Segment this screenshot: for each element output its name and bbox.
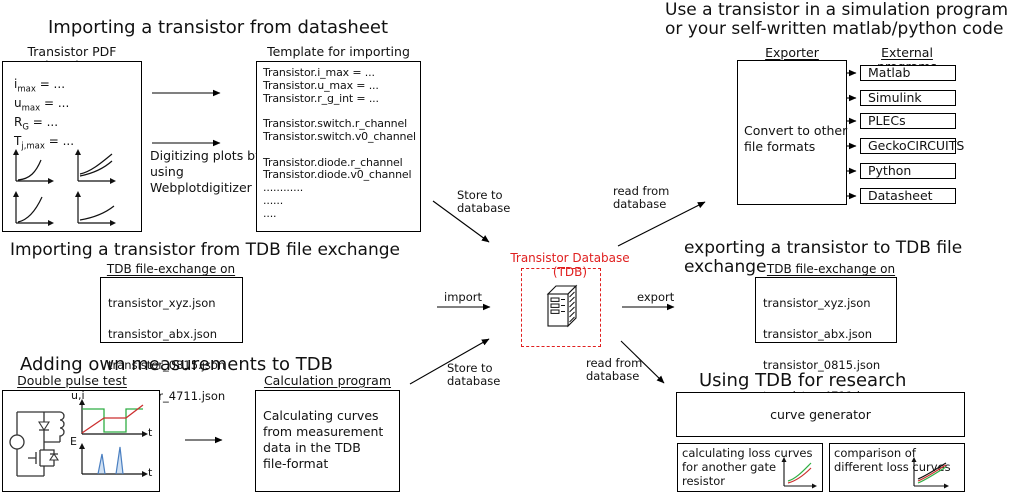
loss-calc-plot bbox=[781, 457, 817, 489]
heading-datasheet-import: Importing a transistor from datasheet bbox=[48, 17, 389, 38]
calculation-label: Calculation program bbox=[263, 373, 392, 388]
datasheet-plot-icon bbox=[13, 149, 54, 184]
json-file: transistor_abx.json bbox=[763, 326, 873, 341]
double-pulse-circuit bbox=[9, 411, 65, 477]
heading-tdb-export: exporting a transistor to TDB file excha… bbox=[684, 238, 963, 277]
database-server-icon bbox=[546, 284, 578, 328]
flow-store-bottom-label: Store to database bbox=[447, 361, 501, 388]
file-exchange-import-box bbox=[100, 277, 243, 343]
arrow-read-bottom bbox=[620, 340, 665, 384]
param-imax: imax = ... bbox=[14, 77, 66, 95]
template-content: Transistor.i_max = ... Transistor.u_max … bbox=[263, 66, 416, 220]
datasheet-plot-icon bbox=[13, 191, 54, 226]
external-program-datasheet: Datasheet bbox=[860, 188, 956, 204]
loss-calc-label: calculating loss curves for another gate… bbox=[682, 446, 813, 488]
json-file: transistor_0815.json bbox=[763, 357, 881, 372]
t-axis-label: t bbox=[148, 466, 153, 479]
datasheet-plot-icon bbox=[75, 149, 116, 184]
template-box bbox=[256, 61, 421, 232]
e-axis-label: E bbox=[70, 435, 77, 448]
arrow-read-top bbox=[617, 201, 706, 247]
curve-generator-label: curve generator bbox=[770, 407, 871, 422]
arrow-store-top bbox=[432, 200, 490, 243]
t-axis-label: t bbox=[148, 426, 153, 439]
exporter-label: Exporter bbox=[765, 45, 819, 60]
double-pulse-ui-plot bbox=[79, 399, 148, 437]
exporter-body: Convert to other file formats bbox=[744, 123, 848, 154]
file-exchange-import-files: transistor_xyz.json transistor_abx.json … bbox=[108, 280, 225, 420]
ui-axis-label: u,i bbox=[71, 389, 85, 402]
calculation-body: Calculating curves from measurement data… bbox=[263, 408, 384, 471]
loss-compare-plot bbox=[911, 457, 949, 489]
exporter-box bbox=[737, 60, 847, 205]
external-program-matlab: Matlab bbox=[860, 65, 956, 81]
loss-compare-label: comparison of different loss curves bbox=[834, 446, 951, 474]
flow-import-label: import bbox=[444, 290, 482, 304]
loss-calc-box: calculating loss curves for another gate… bbox=[677, 443, 823, 492]
calculation-box bbox=[255, 390, 400, 492]
arrow-store-bottom bbox=[409, 338, 490, 385]
external-program-simulink: Simulink bbox=[860, 90, 956, 106]
heading-simulation-use: Use a transistor in a simulation program… bbox=[665, 0, 1009, 39]
json-file: transistor_xyz.json bbox=[763, 295, 871, 310]
flow-store-top-label: Store to database bbox=[457, 188, 511, 215]
datasheet-plot-icon bbox=[75, 191, 116, 226]
json-file: transistor_xyz.json bbox=[108, 295, 216, 310]
double-pulse-label: Double pulse test bbox=[17, 373, 127, 388]
template-label: Template for importing bbox=[267, 44, 410, 59]
external-program-geckocircuits: GeckoCIRCUITS bbox=[860, 138, 964, 154]
external-program-plecs: PLECs bbox=[860, 113, 956, 129]
pdf-datasheet-params: imax = ... umax = ... RG = ... Tj,max = … bbox=[14, 77, 75, 154]
heading-own-measurements: Adding own measurements to TDB bbox=[20, 354, 333, 375]
json-file: transistor_abx.json bbox=[108, 326, 218, 341]
digitizing-note: Digitizing plots by using Webplotdigitiz… bbox=[150, 148, 263, 195]
json-file: transistor_0815.json bbox=[108, 357, 226, 372]
database-dashed-box bbox=[521, 268, 601, 347]
pdf-datasheet-box bbox=[2, 61, 142, 232]
param-umax: umax = ... bbox=[14, 95, 70, 114]
param-rg: RG = ... bbox=[14, 114, 59, 133]
flow-export-label: export bbox=[637, 290, 675, 304]
double-pulse-box bbox=[2, 390, 160, 492]
flow-read-bottom-label: read from database bbox=[586, 356, 643, 383]
flow-read-top-label: read from database bbox=[613, 184, 670, 211]
param-tjmax: Tj,max = ... bbox=[14, 133, 75, 152]
file-exchange-export-box bbox=[755, 277, 897, 343]
curve-generator-box: curve generator bbox=[676, 392, 965, 437]
external-program-python: Python bbox=[860, 163, 956, 179]
heading-tdb-import: Importing a transistor from TDB file exc… bbox=[10, 240, 400, 260]
heading-research: Using TDB for research bbox=[699, 370, 907, 391]
double-pulse-energy-plot bbox=[79, 443, 148, 477]
